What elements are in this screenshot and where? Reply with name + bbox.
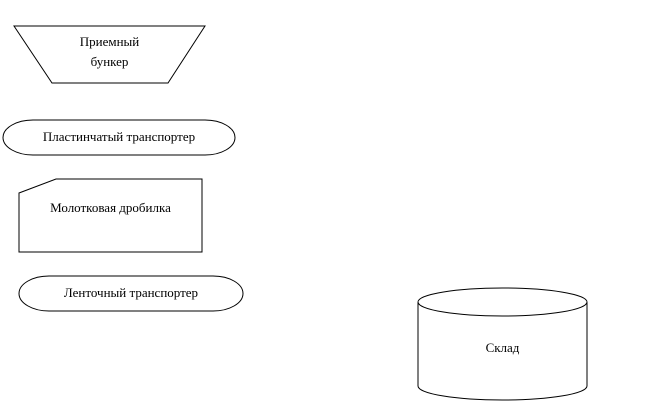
belt-conveyor-shape — [18, 275, 244, 312]
plate-conveyor-label: Пластинчатый транспортер — [42, 129, 196, 144]
warehouse-shape — [417, 287, 588, 401]
bunker-shape — [13, 25, 206, 84]
bunker-label-line2: бункер — [90, 54, 129, 69]
bunker-label-line1: Приемный — [79, 34, 140, 49]
plate-conveyor-shape — [2, 119, 236, 156]
hammer-crusher-label: Молотковая дробилка — [50, 200, 171, 215]
hammer-crusher-shape — [18, 178, 203, 253]
warehouse-label: Склад — [485, 340, 520, 355]
belt-conveyor-label: Ленточный транспортер — [63, 285, 199, 300]
bunker-label: Приемный бункер — [14, 32, 205, 72]
